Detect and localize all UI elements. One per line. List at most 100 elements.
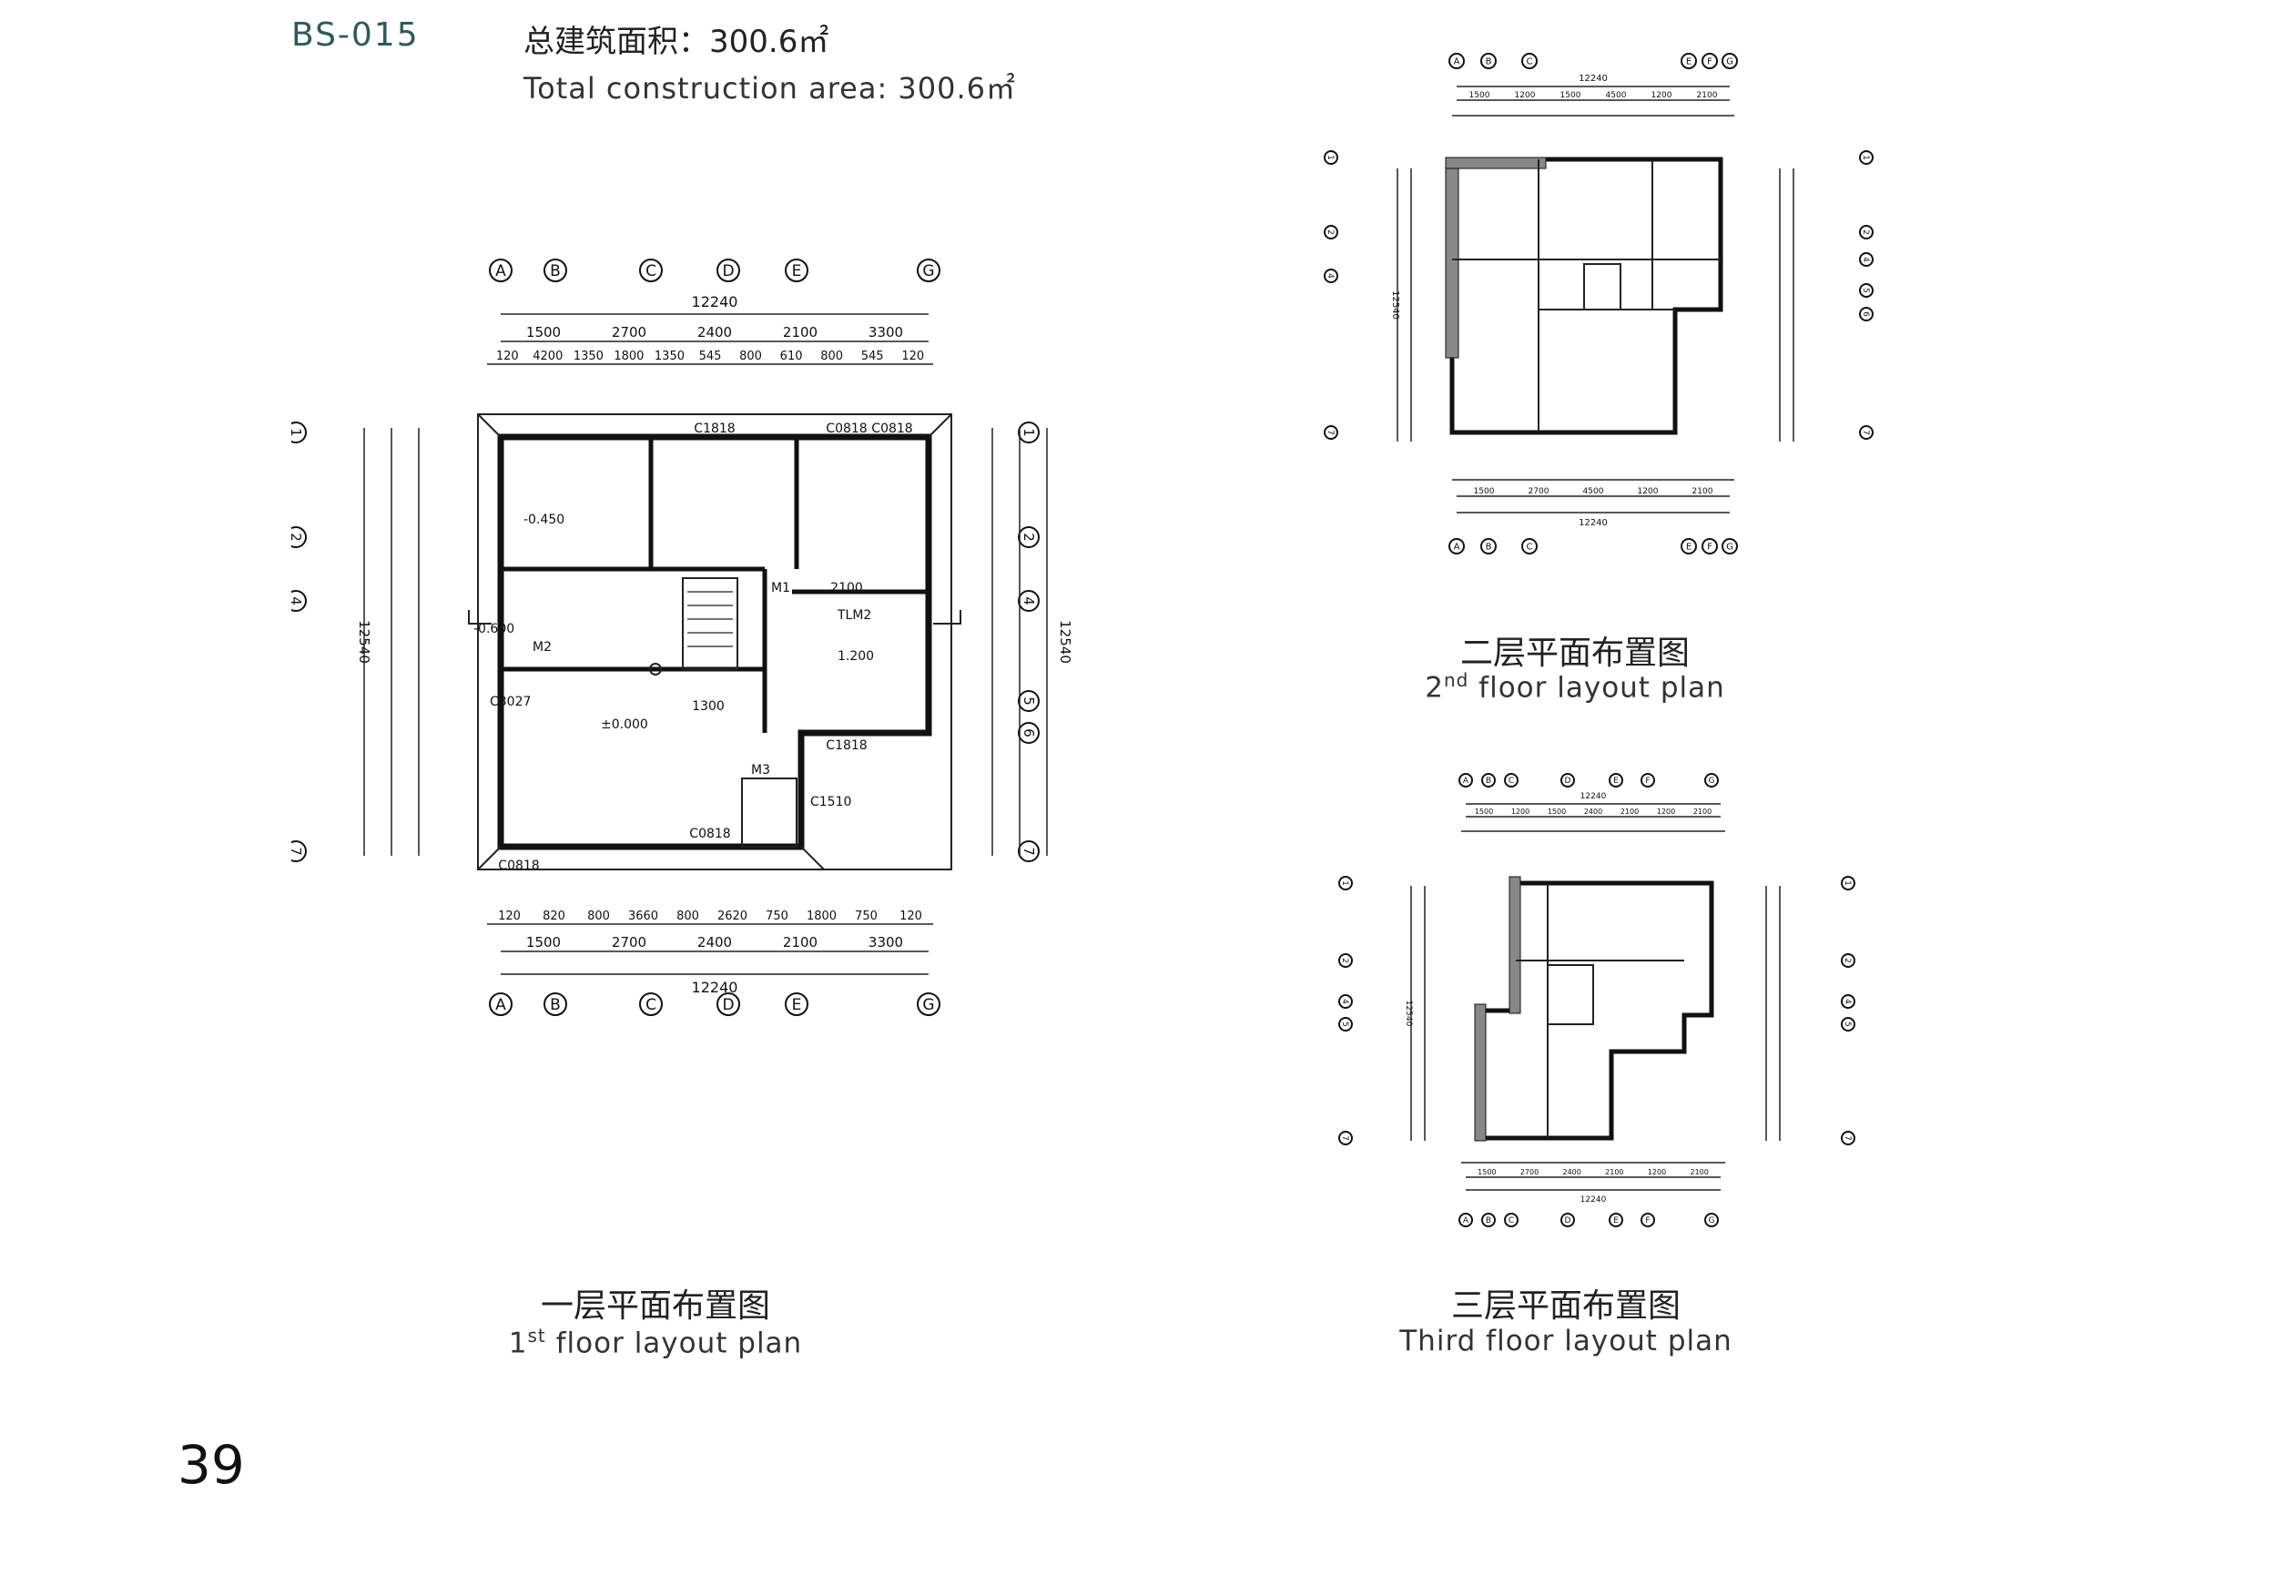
f2-bottom-dim: 1200	[1638, 487, 1659, 496]
second-floor-caption-rest: floor layout plan	[1468, 671, 1725, 705]
f2-axis-right-2: 2	[1859, 225, 1874, 239]
svg-text:2: 2	[1843, 958, 1852, 963]
f1-window-label-8: C1510	[810, 795, 851, 809]
svg-text:B: B	[1486, 777, 1491, 786]
svg-text:1: 1	[1861, 155, 1870, 160]
f2-axis-top-F: F	[1702, 53, 1718, 69]
f3-top-dim: 1500	[1475, 808, 1493, 816]
f1-axis-top-E: E	[785, 259, 808, 282]
f2-axis-left-1: 1	[1324, 150, 1338, 165]
f3-axis-right-1: 1	[1841, 876, 1855, 890]
f3-axis-left-5: 5	[1338, 1017, 1353, 1032]
svg-text:A: A	[495, 262, 506, 280]
f3-side-total: 12540	[1404, 1001, 1413, 1027]
svg-text:C: C	[1527, 543, 1533, 553]
svg-text:E: E	[1613, 777, 1619, 786]
f3-axis-bottom-E: E	[1609, 1213, 1623, 1227]
f2-axis-left-4: 4	[1324, 269, 1338, 283]
svg-text:F: F	[1645, 1216, 1650, 1225]
f2-axis-top-A: A	[1448, 53, 1465, 69]
f2-bottom-dim: 2100	[1692, 487, 1713, 496]
first-floor-caption-rest: floor layout plan	[545, 1327, 803, 1360]
f1-top-sub-dim: 800	[820, 350, 843, 363]
f3-axis-right-2: 2	[1841, 953, 1855, 968]
f1-top-sub-dim: 1350	[574, 350, 604, 363]
f1-level-neg450: -0.450	[523, 513, 564, 527]
f1-window-label-5: C0818	[689, 827, 730, 841]
f2-axis-bottom-G: G	[1722, 538, 1738, 554]
f1-axis-left-4: 4	[291, 590, 307, 612]
first-floor-caption-num: 1	[508, 1327, 528, 1360]
svg-text:7: 7	[1843, 1135, 1852, 1141]
f1-right-total: 12540	[1057, 620, 1073, 664]
svg-text:C: C	[1527, 57, 1533, 67]
f3-bottom-dim: 2100	[1605, 1168, 1623, 1176]
f2-axis-right-5: 5	[1859, 283, 1874, 298]
f1-axis-top-G: G	[917, 259, 940, 282]
f1-top-dim: 2400	[697, 324, 732, 341]
svg-text:D: D	[722, 996, 734, 1014]
f2-axis-right-4: 4	[1859, 252, 1874, 267]
svg-text:5: 5	[1340, 1022, 1349, 1027]
f1-bottom-dim: 2400	[697, 934, 732, 950]
f1-axis-bottom-C: C	[639, 992, 663, 1016]
f1-level-neg600: -0.600	[473, 622, 514, 636]
f1-dim-2100: 2100	[830, 581, 863, 595]
f1-door-tlm2: TLM2	[837, 608, 871, 623]
f1-bottom-sub-dim: 800	[587, 910, 610, 923]
svg-text:A: A	[1454, 543, 1460, 553]
svg-text:G: G	[1709, 1216, 1715, 1225]
f2-axis-top-B: B	[1480, 53, 1497, 69]
f1-bottom-sub-dim: 750	[855, 910, 878, 923]
f1-dim-1300: 1300	[692, 699, 725, 714]
f3-axis-left-1: 1	[1338, 876, 1353, 890]
f1-axis-right-5: 5	[1018, 690, 1040, 712]
f1-bottom-sub-dim: 1800	[807, 910, 837, 923]
svg-text:4: 4	[291, 596, 304, 605]
f1-window-label-3: C0818	[871, 422, 912, 436]
f1-bottom-dim: 3300	[869, 934, 903, 950]
f1-axis-top-A: A	[489, 259, 513, 282]
f2-axis-top-E: E	[1681, 53, 1697, 69]
svg-text:4: 4	[1326, 273, 1335, 279]
svg-text:A: A	[1454, 57, 1460, 67]
f1-axis-top-B: B	[544, 259, 567, 282]
f1-top-sub-dim: 120	[496, 350, 519, 363]
f3-top-total: 12240	[1580, 792, 1607, 801]
f3-axis-top-B: B	[1481, 773, 1496, 788]
svg-text:1: 1	[1340, 880, 1349, 886]
svg-text:1: 1	[291, 428, 304, 437]
f1-top-total: 12240	[692, 293, 738, 310]
f1-axis-bottom-B: B	[544, 992, 567, 1016]
f2-bottom-dim: 4500	[1583, 487, 1604, 496]
third-floor-caption-cn: 三层平面布置图	[1450, 1287, 1681, 1325]
f1-axis-left-1: 1	[291, 422, 307, 443]
f1-top-dim: 2700	[612, 324, 646, 341]
second-floor-caption-sup: nd	[1443, 669, 1469, 691]
f1-window-label-1: C1818	[694, 422, 735, 436]
svg-text:7: 7	[1326, 430, 1335, 435]
f1-top-dim: 3300	[869, 324, 903, 341]
f2-top-dim: 1200	[1651, 91, 1672, 100]
f3-axis-bottom-G: G	[1704, 1213, 1719, 1227]
f1-top-sub-dim: 4200	[533, 350, 563, 363]
f1-axis-bottom-E: E	[785, 992, 808, 1016]
f3-axis-bottom-C: C	[1504, 1213, 1519, 1227]
f1-window-label-2: C0818	[826, 422, 867, 436]
first-floor-caption-sup: st	[527, 1325, 546, 1347]
f1-axis-bottom-A: A	[489, 992, 513, 1016]
svg-text:2: 2	[1021, 533, 1037, 542]
f3-axis-top-F: F	[1641, 773, 1655, 788]
f3-axis-left-7: 7	[1338, 1131, 1353, 1145]
f1-axis-right-2: 2	[1018, 526, 1040, 548]
f1-top-sub-dim: 545	[861, 350, 884, 363]
svg-text:1: 1	[1326, 155, 1335, 160]
f2-axis-left-7: 7	[1324, 425, 1338, 440]
svg-text:5: 5	[1843, 1022, 1852, 1027]
svg-text:4: 4	[1861, 257, 1870, 262]
f3-axis-left-2: 2	[1338, 953, 1353, 968]
svg-text:A: A	[495, 996, 506, 1014]
f3-axis-bottom-F: F	[1641, 1213, 1655, 1227]
